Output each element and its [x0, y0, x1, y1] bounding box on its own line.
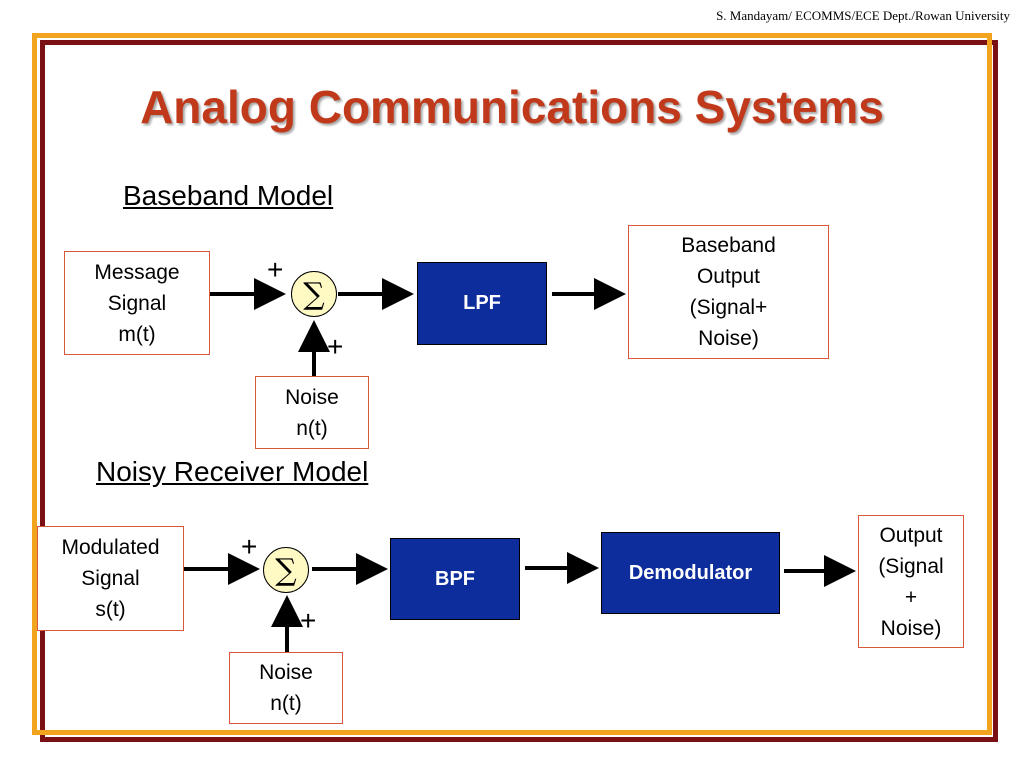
- message-signal-box: Message Signal m(t): [64, 251, 210, 355]
- plus-sign-top-baseband: +: [267, 254, 284, 285]
- lpf-label: LPF: [463, 292, 501, 314]
- lpf-block: LPF: [417, 262, 547, 345]
- summer-baseband: ∑: [291, 271, 337, 317]
- noisy-receiver-model-heading: Noisy Receiver Model: [96, 456, 369, 487]
- slide-credit: S. Mandayam/ ECOMMS/ECE Dept./Rowan Univ…: [716, 8, 1010, 23]
- demodulator-label: Demodulator: [628, 561, 753, 584]
- slide-frame-outer: [40, 40, 998, 742]
- receiver-output-box: Output (Signal + Noise): [858, 515, 964, 648]
- modulated-signal-label: Modulated Signal s(t): [61, 536, 160, 621]
- baseband-model-heading: Baseband Model: [123, 180, 334, 211]
- modulated-signal-box: Modulated Signal s(t): [37, 526, 184, 631]
- noise-label-baseband: Noise n(t): [285, 385, 339, 440]
- bpf-block: BPF: [390, 538, 520, 620]
- bpf-label: BPF: [435, 567, 475, 590]
- noise-box-baseband: Noise n(t): [255, 376, 369, 449]
- plus-sign-bottom-baseband: +: [327, 331, 344, 362]
- noise-box-receiver: Noise n(t): [229, 652, 343, 724]
- plus-sign-bottom-receiver: +: [300, 605, 317, 636]
- slide-title: Analog Communications Systems: [140, 81, 884, 133]
- baseband-output-box: Baseband Output (Signal+ Noise): [628, 225, 829, 359]
- plus-sign-top-receiver: +: [241, 531, 258, 562]
- message-signal-label: Message Signal m(t): [94, 260, 180, 346]
- baseband-output-label: Baseband Output (Signal+ Noise): [681, 234, 776, 350]
- summer-receiver: ∑: [263, 547, 309, 593]
- receiver-output-label: Output (Signal + Noise): [878, 523, 944, 640]
- slide-frame-inner: [32, 33, 992, 735]
- demodulator-block: Demodulator: [601, 532, 780, 614]
- noise-label-receiver: Noise n(t): [259, 661, 313, 715]
